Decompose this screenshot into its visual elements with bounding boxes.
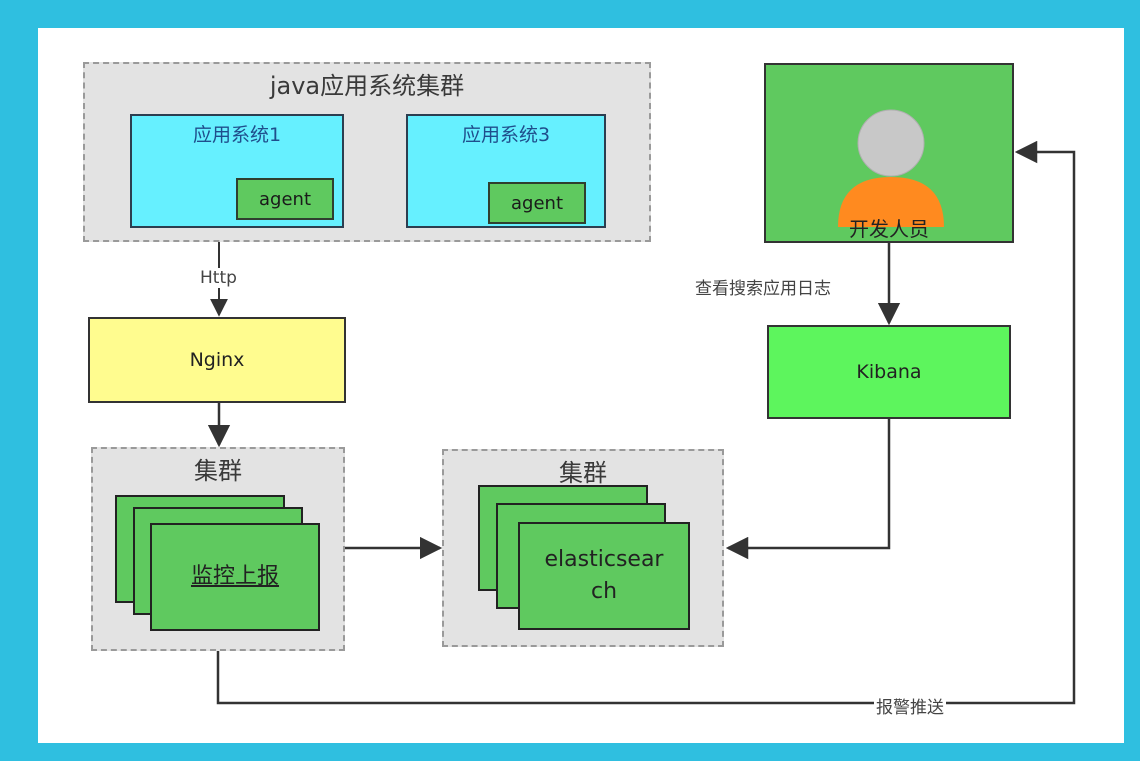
monitor-cluster-title: 集群: [194, 457, 242, 485]
monitor-cluster-group: 集群 监控上报: [91, 447, 345, 651]
app-system-3-label: 应用系统3: [461, 124, 551, 146]
java-cluster-title: java应用系统集群: [269, 72, 465, 100]
kibana-node: Kibana: [767, 325, 1011, 419]
es-cluster-title: 集群: [559, 459, 607, 487]
app-system-1: 应用系统1 agent: [130, 114, 344, 228]
edge-monitor-to-developer: [216, 140, 1076, 705]
app-system-3: 应用系统3 agent: [406, 114, 606, 228]
app-system-1-label: 应用系统1: [192, 124, 282, 146]
edge-kibana-to-es: [725, 419, 891, 560]
elasticsearch-node: elasticsear ch: [518, 522, 690, 630]
person-icon: [838, 109, 944, 227]
alert-push-edge-label: 报警推送: [874, 693, 946, 718]
java-cluster-group: java应用系统集群 应用系统1 agent 应用系统3 agent: [83, 62, 651, 242]
diagram-edges: [207, 140, 1076, 705]
monitor-node: 监控上报: [150, 523, 320, 631]
es-node-label-line1: elasticsear: [544, 547, 664, 573]
es-cluster-group: 集群 elasticsear ch: [442, 449, 724, 647]
agent-3: agent: [488, 182, 586, 224]
agent-1: agent: [236, 178, 334, 220]
diagram-canvas: java应用系统集群 应用系统1 agent 应用系统3 agent Nginx…: [38, 28, 1124, 743]
http-edge-label: Http: [198, 268, 239, 288]
nginx-node: Nginx: [88, 317, 346, 403]
search-logs-edge-label: 查看搜索应用日志: [693, 274, 833, 299]
developer-label: 开发人员: [849, 217, 929, 241]
developer-node: 开发人员: [764, 63, 1014, 243]
monitor-node-label: 监控上报: [190, 564, 279, 590]
es-node-label-line2: ch: [590, 579, 618, 604]
